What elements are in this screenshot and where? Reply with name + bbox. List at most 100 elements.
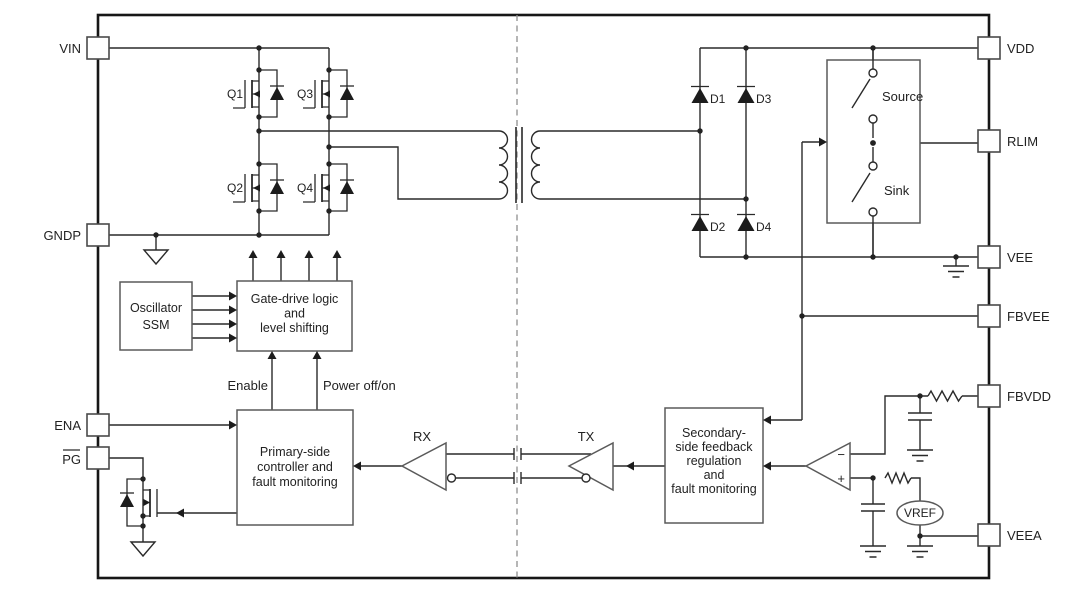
pin-fbvdd-label: FBVDD — [1007, 389, 1051, 404]
fbvdd-cap-ground-icon — [907, 449, 933, 462]
fbvdd-filter-capacitor — [908, 412, 932, 421]
gndp-ground-icon — [142, 249, 170, 266]
q4-body-diode-icon — [340, 181, 354, 194]
transformer-secondary-winding — [530, 130, 541, 200]
d3-label: D3 — [756, 92, 772, 106]
mosfet-q1: Q1 — [227, 69, 284, 118]
switch-terminal-icon — [868, 161, 878, 171]
source-switch-label: Source — [882, 89, 923, 104]
pin-vee-label: VEE — [1007, 250, 1033, 265]
noninverting-capacitor — [861, 503, 885, 512]
transformer-core — [515, 127, 523, 203]
primary-controller-text: controller and — [257, 460, 333, 474]
source-switch-blade-icon — [851, 78, 871, 109]
pin-veea-label: VEEA — [1007, 528, 1042, 543]
primary-controller-text: fault monitoring — [252, 475, 338, 489]
diode-d3: D3 — [737, 85, 772, 106]
fbvdd-resistor — [927, 389, 963, 403]
pg-ground-icon — [129, 526, 157, 558]
current-limit-switch-box: Source Sink — [826, 48, 923, 257]
power-offon-signal-label: Power off/on — [323, 378, 396, 393]
primary-controller-block: Primary-side controller and fault monito… — [236, 409, 354, 526]
pin-vin-label: VIN — [59, 41, 81, 56]
amp-noninverting-label: + — [837, 471, 845, 486]
tx-buffer: TX — [567, 429, 614, 492]
enable-signal-label: Enable — [228, 378, 268, 393]
pin-gndp-label: GNDP — [43, 228, 81, 243]
pin-vdd: VDD — [977, 36, 1034, 60]
gate-drive-text: Gate-drive logic — [251, 292, 339, 306]
secondary-feedback-text: Secondary- — [682, 426, 746, 440]
mosfet-q3: Q3 — [297, 69, 354, 118]
vref-label: VREF — [904, 506, 936, 520]
pin-gndp: GNDP — [43, 223, 110, 247]
pin-ena: ENA — [54, 413, 110, 437]
diode-d2: D2 — [691, 213, 726, 234]
pin-rlim: RLIM — [977, 129, 1038, 153]
pin-vdd-label: VDD — [1007, 41, 1034, 56]
vref-resistor — [884, 471, 912, 485]
vref-source: VREF — [896, 500, 944, 526]
pin-vin: VIN — [59, 36, 110, 60]
pg-mosfet — [120, 478, 158, 527]
pin-pg-label: PG — [62, 452, 81, 467]
pin-fbvdd: FBVDD — [977, 384, 1051, 408]
d4-label: D4 — [756, 220, 772, 234]
rx-inverting-bubble-icon — [446, 473, 457, 483]
tx-inverting-bubble-icon — [581, 473, 591, 483]
gate-drive-text: and — [284, 307, 305, 321]
device-boundary — [96, 13, 991, 580]
coupling-capacitor-bottom — [513, 472, 522, 484]
oscillator-block: Oscillator SSM — [119, 281, 193, 351]
isolation-coupling-wires — [446, 453, 591, 479]
oscillator-text: Oscillator — [130, 301, 182, 315]
switch-terminal-icon — [868, 207, 878, 217]
q1-label: Q1 — [227, 87, 243, 101]
q3-label: Q3 — [297, 87, 313, 101]
transformer — [498, 127, 541, 203]
pin-rlim-label: RLIM — [1007, 134, 1038, 149]
secondary-feedback-text: and — [704, 468, 725, 482]
rectifier-diodes: D1 D3 D2 D4 — [691, 85, 772, 234]
secondary-feedback-block: Secondary- side feedback regulation and … — [664, 407, 764, 524]
secondary-feedback-text: side feedback — [675, 440, 753, 454]
coupling-capacitor-top — [513, 448, 522, 460]
primary-controller-text: Primary-side — [260, 445, 330, 459]
pin-pg: PG — [62, 446, 110, 470]
error-amplifier: − + — [804, 441, 851, 492]
q1-body-diode-icon — [270, 87, 284, 100]
diode-d1: D1 — [691, 85, 726, 106]
switch-terminal-icon — [868, 114, 878, 124]
rx-label: RX — [413, 429, 431, 444]
pin-fbvee: FBVEE — [977, 304, 1050, 328]
pin-fbvee-label: FBVEE — [1007, 309, 1050, 324]
pin-veea: VEEA — [977, 523, 1042, 547]
secondary-feedback-text: fault monitoring — [671, 482, 757, 496]
q3-body-diode-icon — [340, 87, 354, 100]
sink-switch-label: Sink — [884, 183, 910, 198]
q2-label: Q2 — [227, 181, 243, 195]
pin-ena-label: ENA — [54, 418, 81, 433]
transformer-primary-winding — [498, 130, 509, 200]
rx-buffer: RX — [400, 429, 457, 492]
mosfet-q4: Q4 — [297, 163, 354, 212]
d2-label: D2 — [710, 220, 726, 234]
oscillator-text: SSM — [142, 318, 169, 332]
junction-dots — [140, 45, 959, 539]
gate-drive-text: level shifting — [260, 321, 329, 335]
vref-ground-icon — [907, 545, 933, 558]
secondary-feedback-text: regulation — [687, 454, 742, 468]
q2-body-diode-icon — [270, 181, 284, 194]
plus-cap-ground-icon — [860, 545, 886, 558]
signal-arrowheads — [176, 137, 827, 518]
pg-body-diode-icon — [120, 494, 134, 507]
pin-vee: VEE — [977, 245, 1033, 269]
mosfet-q2: Q2 — [227, 163, 284, 212]
amp-inverting-label: − — [837, 447, 845, 462]
sink-switch-blade-icon — [851, 172, 871, 203]
tx-label: TX — [578, 429, 595, 444]
gate-drive-block: Gate-drive logic and level shifting — [236, 280, 353, 352]
diode-d4: D4 — [737, 213, 772, 234]
switch-terminal-icon — [868, 68, 878, 78]
